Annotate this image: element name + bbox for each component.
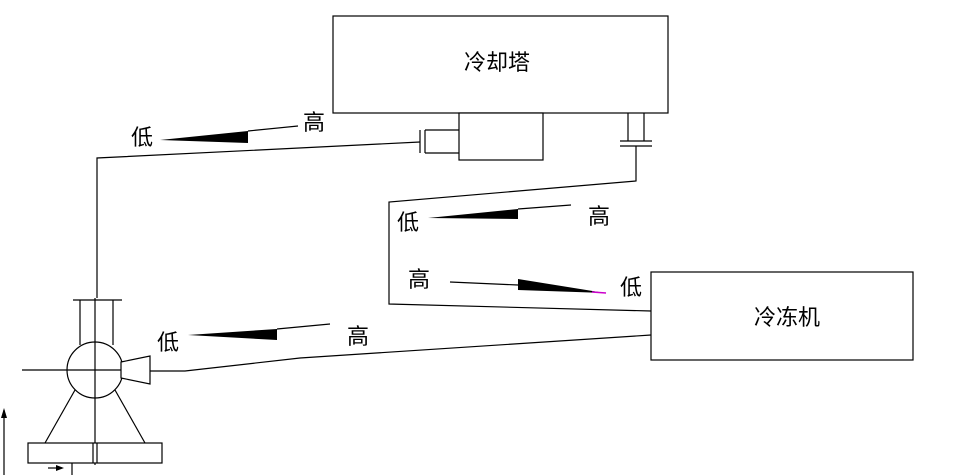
pipe-tower-to-pump bbox=[96, 141, 421, 298]
slope-c-wedge bbox=[518, 279, 605, 293]
slope-indicator-a: 低 高 bbox=[131, 111, 325, 151]
slope-a-low-label: 低 bbox=[131, 126, 153, 151]
pipe-pump-to-chiller bbox=[150, 334, 652, 372]
slope-d-low-label: 低 bbox=[157, 331, 179, 356]
cooling-tower-box bbox=[332, 15, 669, 114]
slope-indicator-d: 低 高 bbox=[157, 323, 369, 356]
chiller-box bbox=[650, 271, 914, 361]
slope-c-high-label: 高 bbox=[408, 268, 430, 293]
slope-b-high-label: 高 bbox=[588, 205, 610, 230]
coordinate-axis-marker bbox=[1, 408, 73, 475]
slope-indicator-b: 低 高 bbox=[397, 204, 610, 236]
slope-b-wedge bbox=[428, 209, 518, 219]
slope-a-high-label: 高 bbox=[303, 111, 325, 136]
slope-a-wedge bbox=[160, 131, 248, 143]
cooling-tower-label: 冷却塔 bbox=[464, 51, 530, 76]
slope-d-high-label: 高 bbox=[347, 325, 369, 350]
tower-inlet-flange bbox=[620, 113, 652, 147]
chiller-label: 冷冻机 bbox=[754, 306, 820, 331]
pump bbox=[22, 298, 163, 465]
slope-indicator-c: 高 低 bbox=[408, 268, 642, 301]
slope-c-low-label: 低 bbox=[620, 276, 642, 301]
pipe-chiller-to-tower bbox=[388, 146, 652, 312]
tower-basin-box bbox=[458, 112, 544, 161]
tower-outlet-flange bbox=[419, 129, 459, 154]
slope-d-wedge bbox=[188, 329, 277, 340]
slope-c-wedge-tip bbox=[591, 291, 607, 294]
slope-b-low-label: 低 bbox=[397, 211, 419, 236]
